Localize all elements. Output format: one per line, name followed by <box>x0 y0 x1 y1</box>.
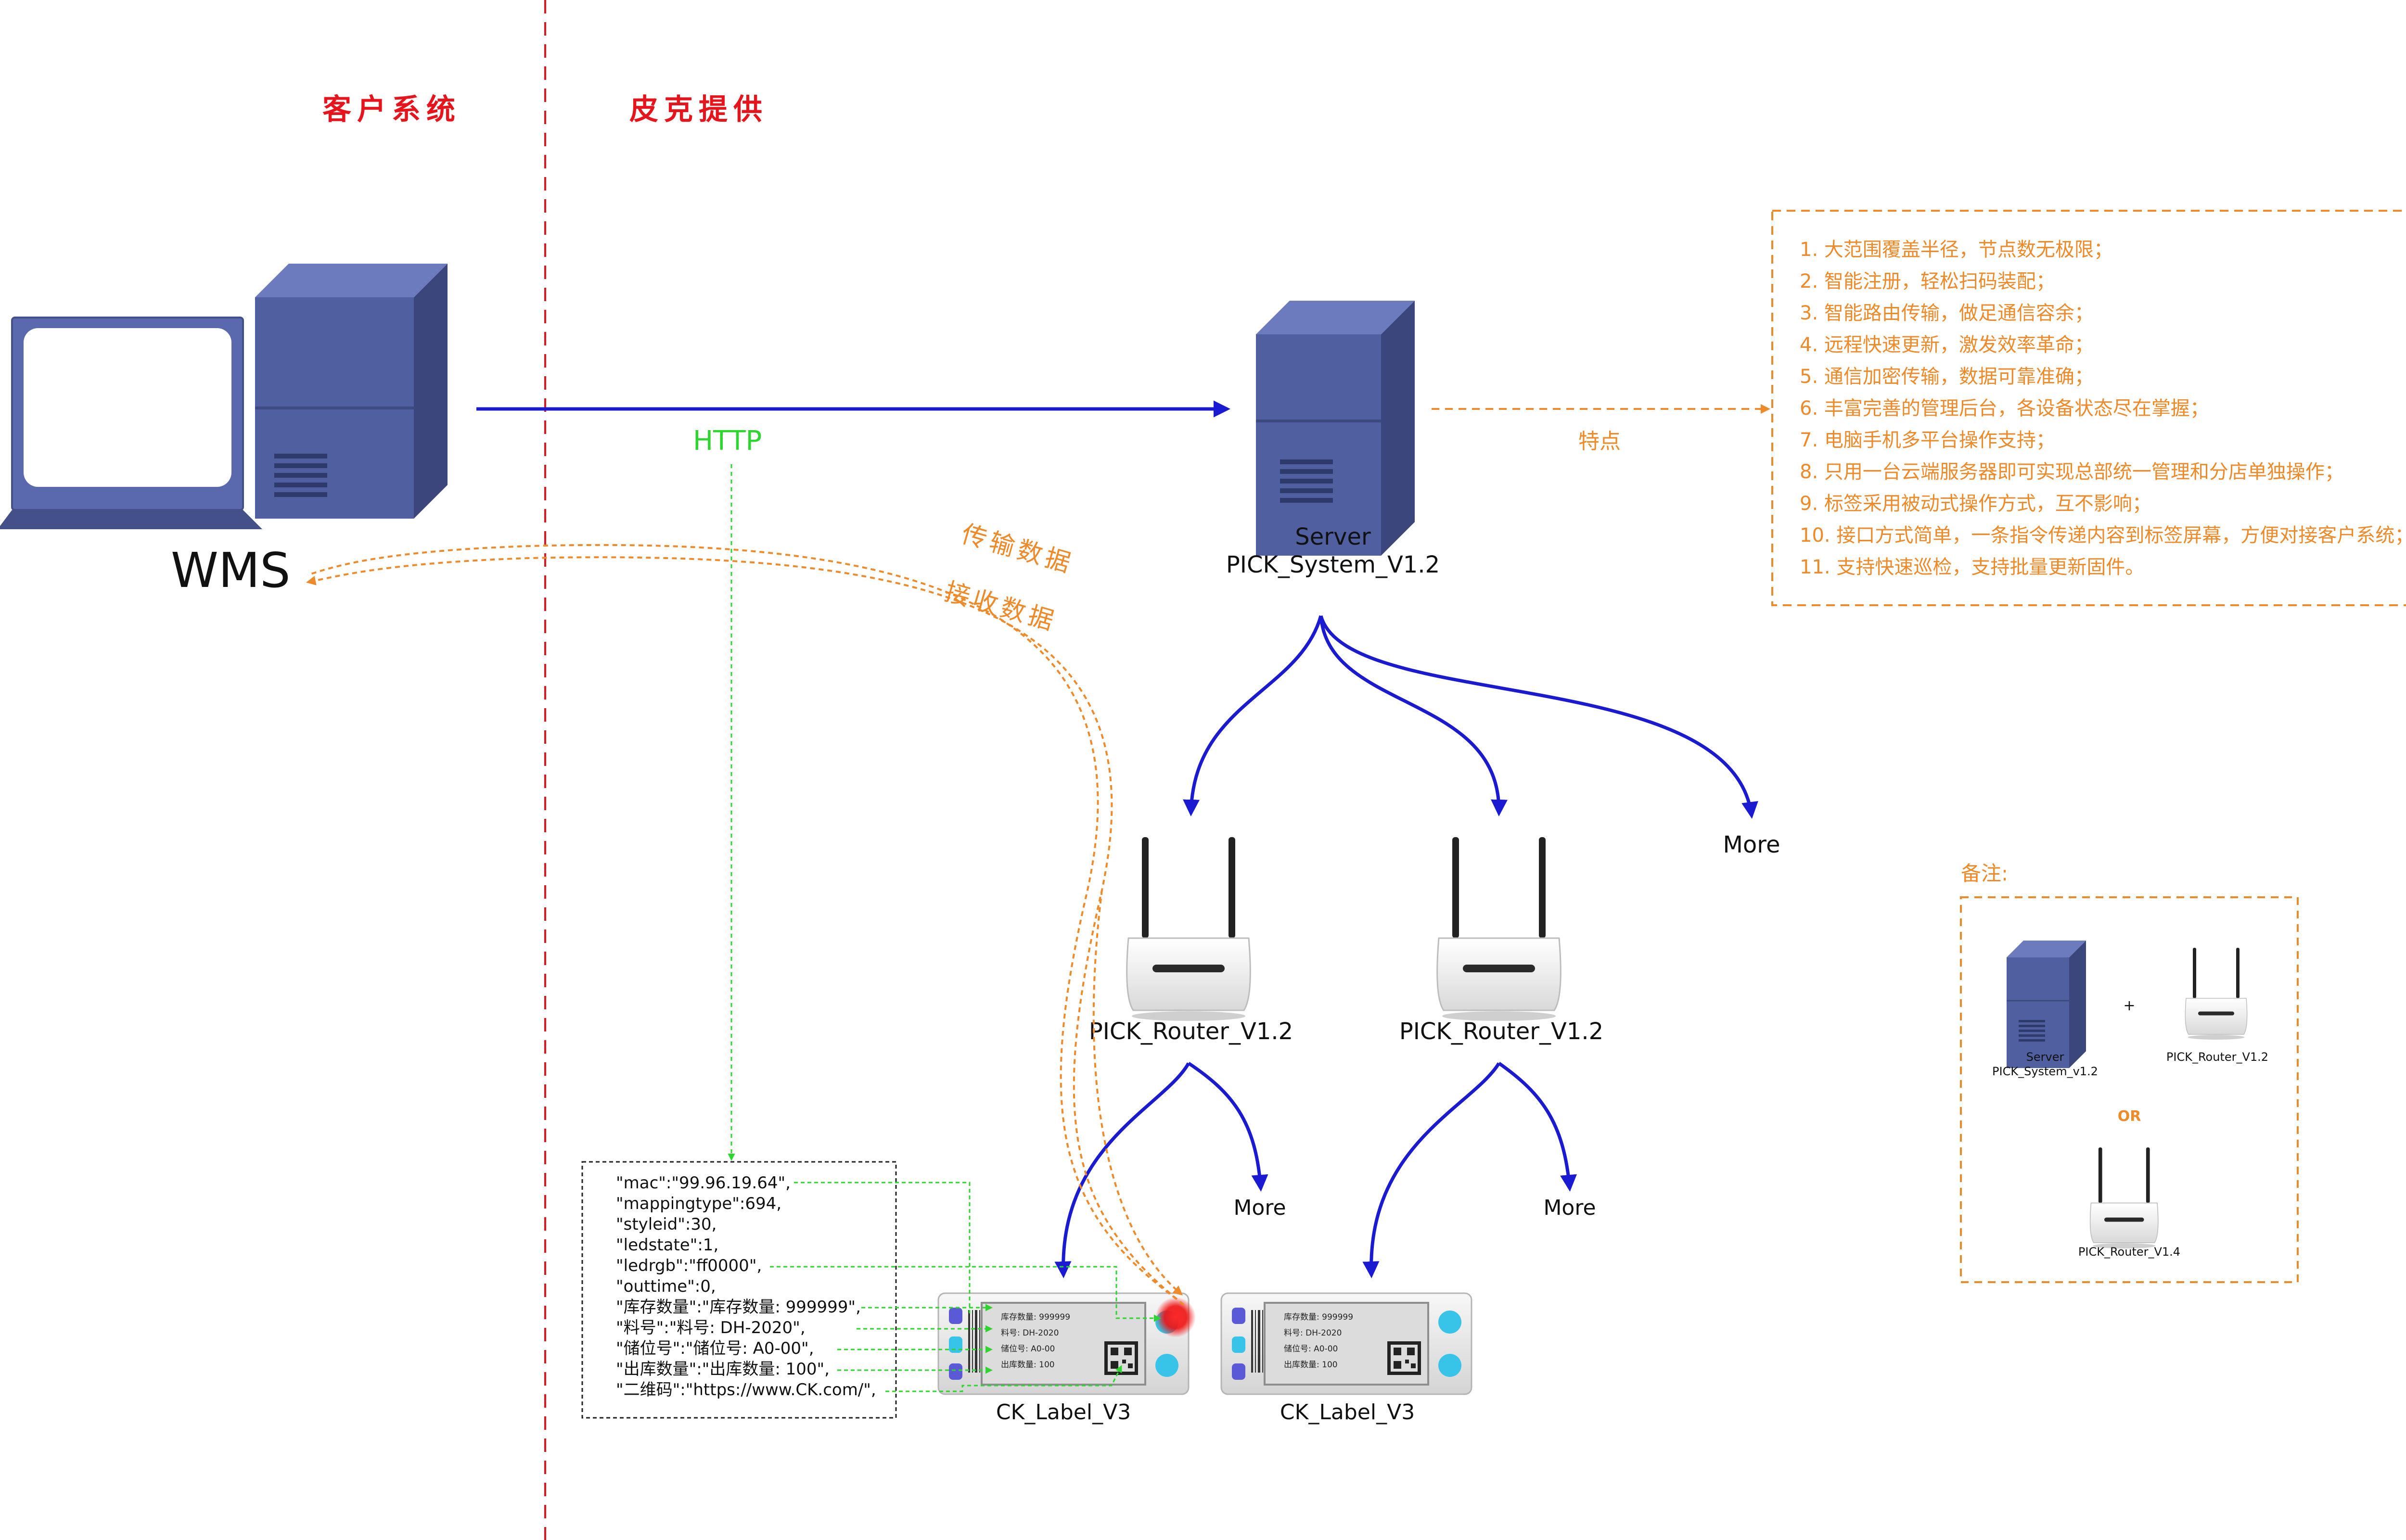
router2-icon <box>1436 836 1561 1022</box>
note-router-b-label: PICK_Router_V1.4 <box>2078 1245 2180 1259</box>
feature-item: 7. 电脑手机多平台操作支持； <box>1800 429 2055 451</box>
label2-name: CK_Label_V3 <box>1280 1400 1415 1425</box>
transmit-data-label: 传输数据 <box>958 520 1077 579</box>
feature-item: 8. 只用一台云端服务器即可实现总部统一管理和分店单独操作； <box>1800 461 2344 483</box>
json-payload-box <box>581 1161 897 1419</box>
server-label-line2: PICK_System_V1.2 <box>1226 551 1440 578</box>
wms-label: WMS <box>171 542 291 598</box>
json-line: "出库数量":"出库数量: 100", <box>616 1360 830 1379</box>
map-mac-connector <box>794 1182 971 1313</box>
features-box <box>1771 210 2406 606</box>
note-server-line2: PICK_System_v1.2 <box>1992 1065 2098 1078</box>
feature-item: 6. 丰富完善的管理后台，各设备状态尽在掌握； <box>1800 397 2209 420</box>
data-into-label-path <box>1092 890 1183 1296</box>
json-line: "料号":"料号: DH-2020", <box>616 1318 806 1337</box>
features-list: 1. 大范围覆盖半径，节点数无极限； 2. 智能注册，轻松扫码装配； 3. 智能… <box>1800 239 2406 578</box>
feature-item: 1. 大范围覆盖半径，节点数无极限； <box>1800 239 2113 261</box>
note-or: OR <box>2118 1108 2141 1125</box>
note-plus: + <box>2123 997 2135 1014</box>
label1-screen-line: 库存数量: 999999 <box>1001 1312 1070 1322</box>
server-icon <box>1256 301 1415 556</box>
customer-system-header: 客户系统 <box>322 93 461 127</box>
map-qr-connector <box>885 1365 1122 1392</box>
label1-name: CK_Label_V3 <box>996 1400 1131 1425</box>
json-line: "ledstate":1, <box>616 1235 718 1255</box>
note-title: 备注: <box>1961 862 2008 885</box>
note-server-icon <box>2006 940 2087 1069</box>
server-to-router2-arrow <box>1319 615 1508 816</box>
router2-to-more-arrow <box>1497 1062 1577 1192</box>
label1-screen-line: 储位号: A0-00 <box>1001 1344 1055 1354</box>
features-label: 特点 <box>1578 429 1621 454</box>
feature-item: 2. 智能注册，轻松扫码装配； <box>1800 270 2055 293</box>
router1-to-more-arrow <box>1188 1062 1268 1192</box>
note-box <box>1960 896 2299 1283</box>
more-label-top: More <box>1723 831 1780 858</box>
feature-item: 3. 智能路由传输，做足通信容余； <box>1800 302 2094 324</box>
label2-screen-line: 储位号: A0-00 <box>1284 1344 1338 1354</box>
note-server-line1: Server <box>2026 1050 2064 1064</box>
label1-screen-line: 料号: DH-2020 <box>1001 1328 1059 1338</box>
router2-label: PICK_Router_V1.2 <box>1399 1018 1603 1045</box>
map-ledrgb-connector <box>770 1266 1161 1322</box>
label2-screen-line: 出库数量: 100 <box>1284 1360 1338 1370</box>
receive-data-label: 接收数据 <box>941 577 1060 637</box>
feature-item: 4. 远程快速更新，激发效率革命； <box>1800 334 2094 356</box>
json-line: "mac":"99.96.19.64", <box>616 1173 791 1193</box>
router2-more-label: More <box>1543 1196 1596 1220</box>
feature-item: 11. 支持快速巡检，支持批量更新固件。 <box>1800 556 2144 578</box>
router1-label: PICK_Router_V1.2 <box>1089 1018 1293 1045</box>
server-to-router1-arrow <box>1183 615 1323 816</box>
label2-screen-line: 料号: DH-2020 <box>1284 1328 1342 1338</box>
json-line: "库存数量":"库存数量: 999999", <box>616 1298 861 1317</box>
json-line: "outtime":0, <box>616 1277 716 1296</box>
router1-more-label: More <box>1233 1196 1286 1220</box>
wms-computer-icon <box>0 264 448 530</box>
router1-to-label1-arrow <box>1054 1062 1190 1278</box>
json-line: "ledrgb":"ff0000", <box>616 1256 762 1275</box>
json-line: "二维码":"https://www.CK.com/", <box>616 1380 876 1400</box>
feature-item: 10. 接口方式简单，一条指令传递内容到标签屏幕，方便对接客户系统； <box>1800 524 2406 547</box>
note-router-a-label: PICK_Router_V1.2 <box>2166 1050 2268 1064</box>
label1-device: 库存数量: 999999 料号: DH-2020 储位号: A0-00 出库数量… <box>937 1292 1190 1395</box>
label2-device: 库存数量: 999999 料号: DH-2020 储位号: A0-00 出库数量… <box>1220 1292 1472 1395</box>
server-to-more-arrow <box>1319 615 1758 819</box>
note-router-b-icon <box>2089 1147 2159 1249</box>
json-line: "储位号":"储位号: A0-00", <box>616 1339 814 1358</box>
feature-item: 5. 通信加密传输，数据可靠准确； <box>1800 366 2094 388</box>
http-label: HTTP <box>693 425 762 457</box>
note-router-a-icon <box>2185 947 2248 1040</box>
label1-screen-line: 出库数量: 100 <box>1001 1360 1055 1370</box>
pick-provides-header: 皮克提供 <box>629 93 768 127</box>
json-payload-lines: "mac":"99.96.19.64", "mappingtype":694, … <box>616 1173 876 1400</box>
router1-icon <box>1126 836 1251 1022</box>
feature-item: 9. 标签采用被动式操作方式，互不影响； <box>1800 493 2151 515</box>
label1-led-light <box>1155 1297 1196 1337</box>
server-label-line1: Server <box>1295 523 1371 550</box>
label2-screen-line: 库存数量: 999999 <box>1284 1312 1353 1322</box>
json-line: "mappingtype":694, <box>616 1194 781 1213</box>
json-line: "styleid":30, <box>616 1215 717 1234</box>
router2-to-label2-arrow <box>1362 1062 1500 1278</box>
